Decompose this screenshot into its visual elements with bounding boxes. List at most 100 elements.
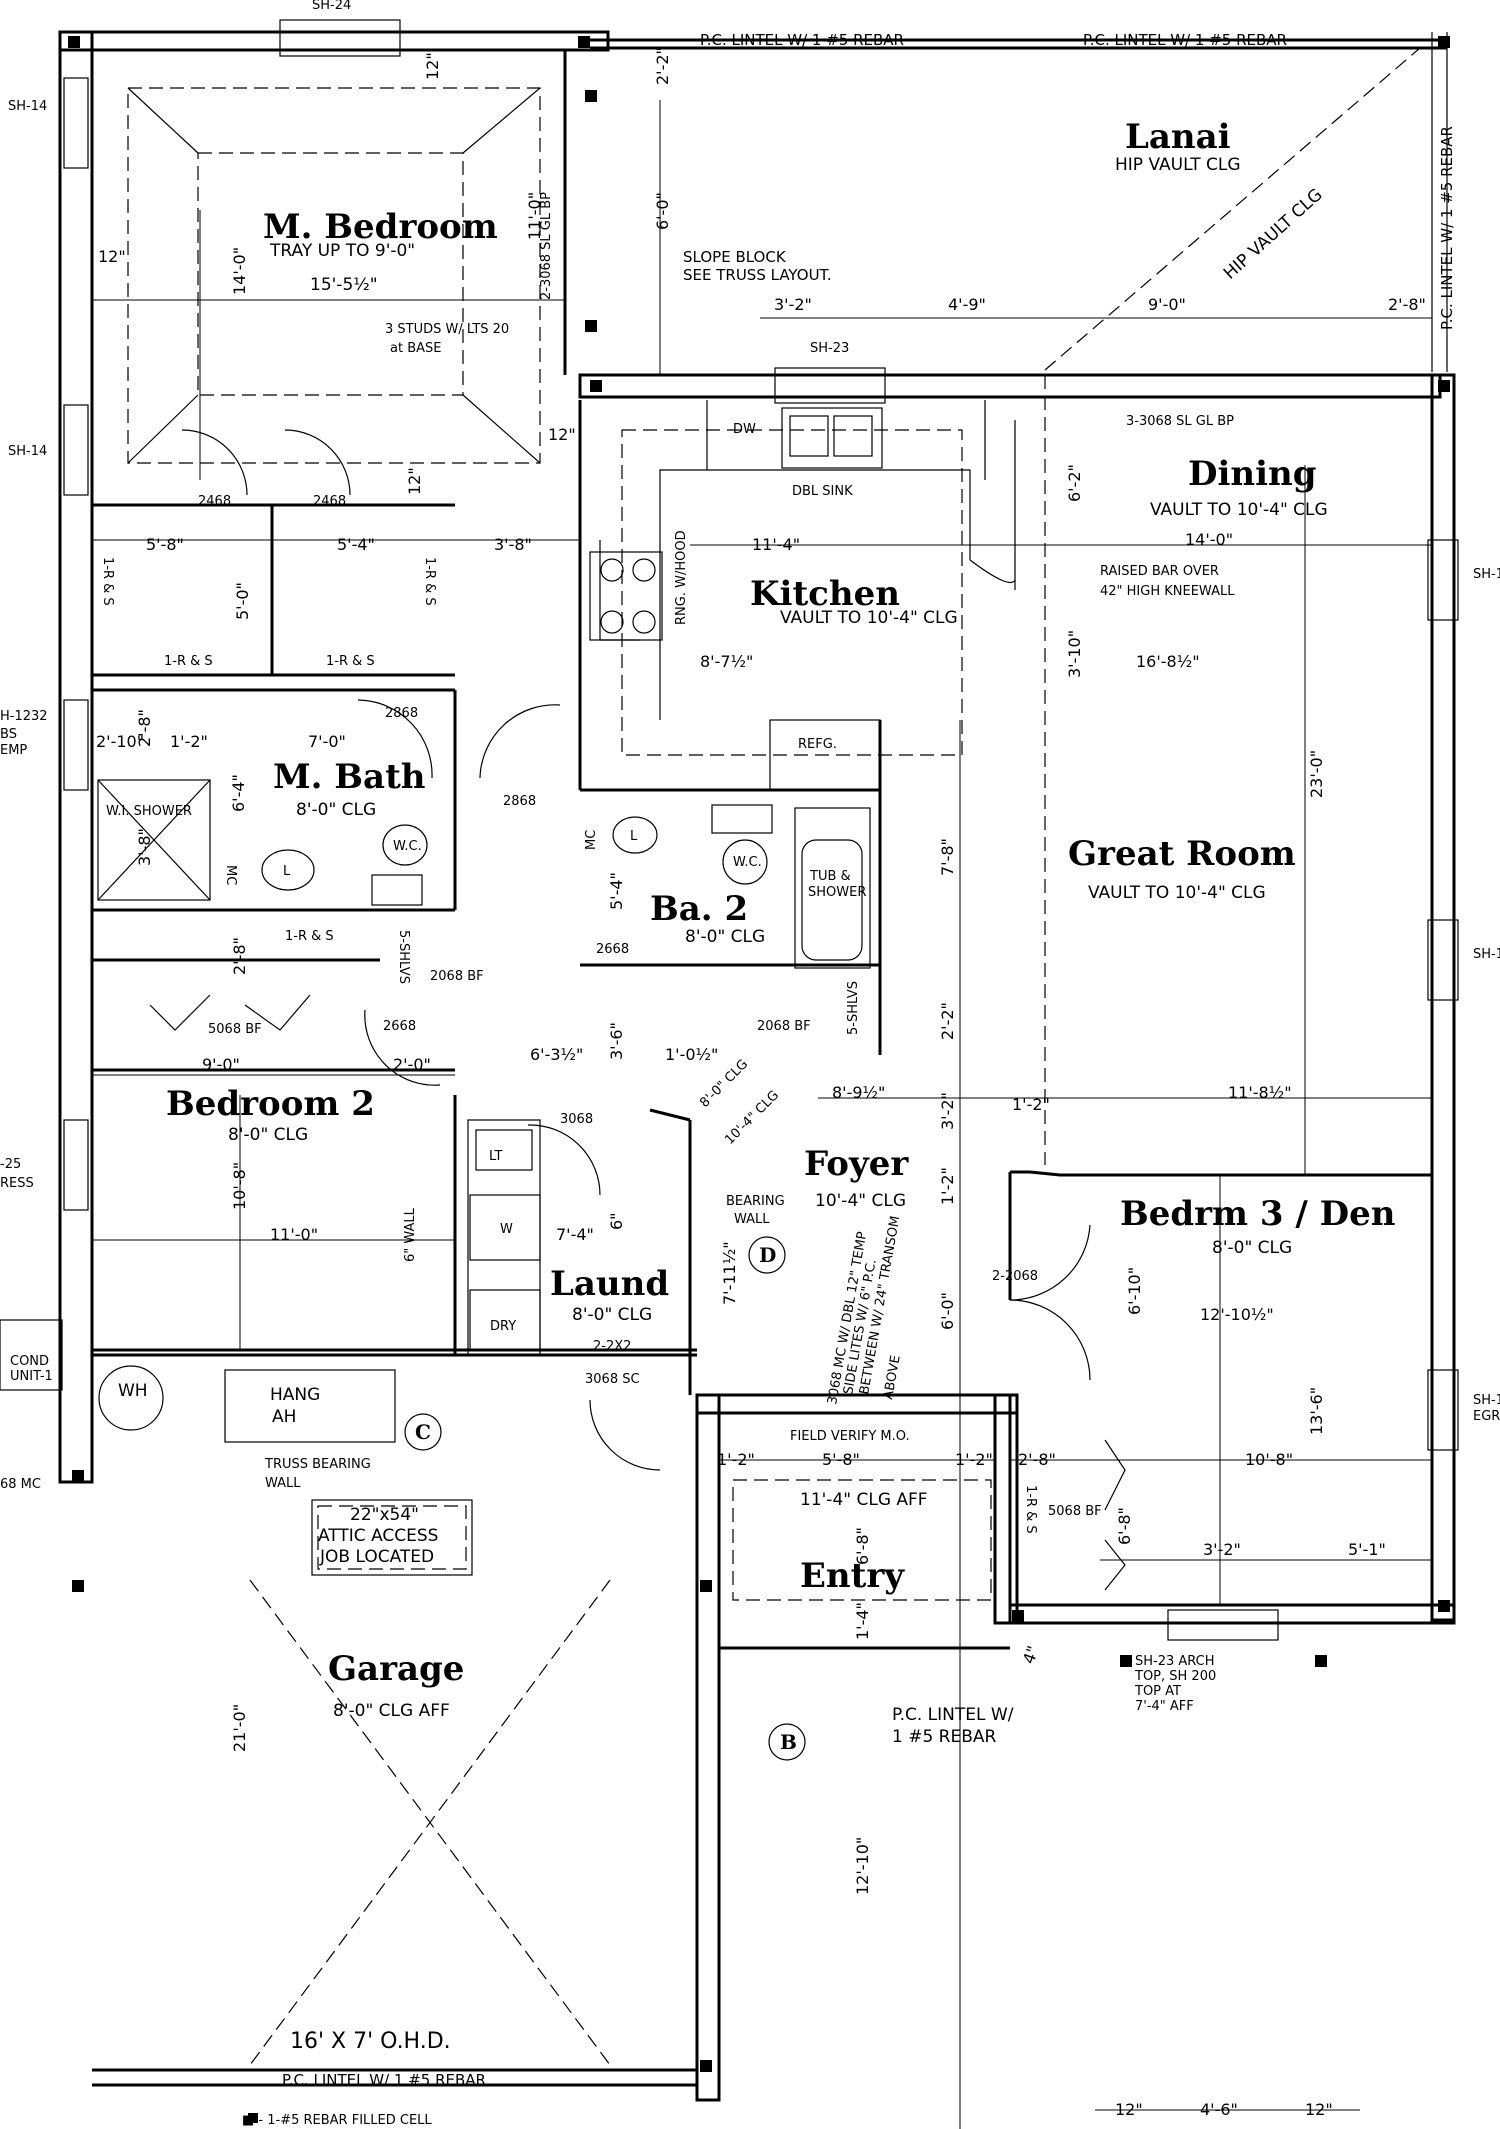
garage-fixtures (0, 1319, 611, 2066)
note-slider: 2-3068 SL GL BP (539, 192, 554, 300)
note-attic: JOB LOCATED (319, 1547, 434, 1567)
window-sh14 (63, 404, 89, 496)
note-slope-block: SEE TRUSS LAYOUT. (683, 266, 832, 284)
room-name-kitchen: Kitchen (750, 574, 900, 614)
note-shelves: 5-SHLVS (396, 930, 411, 984)
dim-text: 3'-8" (135, 828, 154, 866)
note-truss: TRUSS BEARING (264, 1457, 371, 1472)
dim-text: 2'-8" (135, 709, 154, 747)
dim-text: 3'-2" (938, 1092, 957, 1130)
toilet-icon (722, 839, 768, 885)
note-mc: MC (223, 865, 238, 885)
note-attic: ATTIC ACCESS (318, 1526, 438, 1546)
note-lintel: 1 #5 REBAR (892, 1727, 997, 1747)
room-name-garage: Garage (328, 1649, 464, 1689)
sink-icon (781, 407, 883, 469)
ceiling-lanai: HIP VAULT CLG (1115, 155, 1241, 175)
shower-icon (97, 779, 211, 901)
dim-text: 2'-8" (1018, 1450, 1056, 1469)
note-raised-bar: 42" HIGH KNEEWALL (1100, 584, 1235, 599)
note-lav: L (630, 829, 638, 844)
note-closet: 1-R & S (100, 557, 115, 606)
ceiling-entry: 11'-4" CLG AFF (800, 1490, 928, 1510)
dim-text: 3'-2" (1203, 1540, 1241, 1559)
note-temp: EMP (0, 743, 27, 758)
window-sh14 (63, 77, 89, 169)
note-closet: 1-R & S (164, 654, 213, 669)
dim-text: 1'-4" (853, 1602, 872, 1640)
note-refg: REFG. (798, 737, 837, 752)
dim-text: 2'-2" (653, 47, 672, 85)
note-ah: AH (272, 1407, 296, 1427)
note-arch: SH-23 ARCH (1135, 1654, 1215, 1669)
note-shower: W.I. SHOWER (106, 804, 192, 819)
note-door: 5068 BF (1048, 1504, 1102, 1519)
dim-text: 5'-1" (1348, 1540, 1386, 1559)
window-tags: SH-24 SH-14 SH-14 SH-23 H-1232 -25 SH-1 … (0, 0, 1500, 1408)
callout-label: C (415, 1420, 431, 1444)
note-lintel: P.C. LINTEL W/ (892, 1705, 1014, 1725)
note-dw: DW (733, 422, 756, 437)
note-door: 2068 BF (757, 1019, 811, 1034)
note-washer: W (500, 1222, 513, 1237)
bath-fixtures (97, 779, 871, 969)
note-ceiling: 10'-4" CLG (722, 1088, 782, 1148)
room-name-dining: Dining (1188, 454, 1317, 494)
washer-icon (469, 1194, 541, 1261)
room-name-entry: Entry (800, 1556, 905, 1596)
ceiling-master-bath: 8'-0" CLG (296, 800, 376, 820)
note-lintel: P.C. LINTEL W/ 1 #5 REBAR (700, 31, 904, 49)
dim-text: 5'-4" (607, 872, 626, 910)
dim-text: 9'-0" (202, 1055, 240, 1074)
dim-text: 11'-0" (270, 1225, 318, 1244)
dim-text: 3'-8" (494, 535, 532, 554)
air-handler-icon (224, 1369, 396, 1443)
note-mc: MC (584, 830, 599, 850)
dim-text: 5'-4" (337, 535, 375, 554)
ceiling-laundry: 8'-0" CLG (572, 1305, 652, 1325)
room-name-bedroom-3: Bedrm 3 / Den (1120, 1194, 1395, 1234)
dimension-lines (92, 100, 1432, 2129)
dim-text: 2'-8" (1388, 295, 1426, 314)
window-sh1 (1427, 1369, 1459, 1451)
laundry-fixtures (467, 1119, 541, 1356)
window-tag: SH-14 (8, 99, 47, 114)
ceiling-foyer: 10'-4" CLG (815, 1191, 906, 1211)
dim-text: 23'-0" (1307, 750, 1326, 798)
note-slope-block: SLOPE BLOCK (683, 248, 787, 266)
note-egress: EGR (1473, 1409, 1500, 1424)
room-name-bath-2: Ba. 2 (650, 889, 748, 929)
ceiling-garage: 8'-0" CLG AFF (333, 1701, 450, 1721)
dim-text: 1'-2" (955, 1450, 993, 1469)
window-tag: SH-1 (1473, 947, 1500, 962)
dim-text: 7'-8" (938, 838, 957, 876)
dim-text: 12'-10½" (1200, 1305, 1274, 1324)
ceiling-outlines (127, 47, 1421, 1601)
dim-text: 1'-2" (717, 1450, 755, 1469)
ceiling-bath-2: 8'-0" CLG (685, 927, 765, 947)
dim-text: 6'-2" (1065, 464, 1084, 502)
dim-text: 2'-8" (230, 937, 249, 975)
ceiling-kitchen: VAULT TO 10'-4" CLG (780, 608, 958, 628)
dim-text: 2'-0" (393, 1055, 431, 1074)
window-sh1 (1427, 539, 1459, 621)
note-sink: DBL SINK (792, 484, 853, 499)
note-raised-bar: RAISED BAR OVER (1100, 564, 1219, 579)
note-studs: at BASE (390, 341, 441, 356)
dim-text: 5'-0" (233, 582, 252, 620)
note-closet: 1-R & S (326, 654, 375, 669)
dryer-icon (469, 1289, 541, 1351)
note-field-verify: FIELD VERIFY M.O. (790, 1429, 910, 1444)
dim-text: 1'-0½" (665, 1045, 718, 1064)
dim-text: 11'-8½" (1228, 1083, 1292, 1102)
room-name-laundry: Laund (550, 1264, 669, 1304)
dim-text: 2'-2" (938, 1002, 957, 1040)
range-icon (589, 551, 663, 641)
room-name-master-bath: M. Bath (273, 757, 426, 797)
window-tag: SH-24 (312, 0, 351, 13)
note-closet: 1-R & S (285, 929, 334, 944)
window-sh25 (63, 1119, 89, 1211)
callout-circle (768, 1723, 806, 1761)
window-tag: SH-1 (1473, 1393, 1500, 1408)
